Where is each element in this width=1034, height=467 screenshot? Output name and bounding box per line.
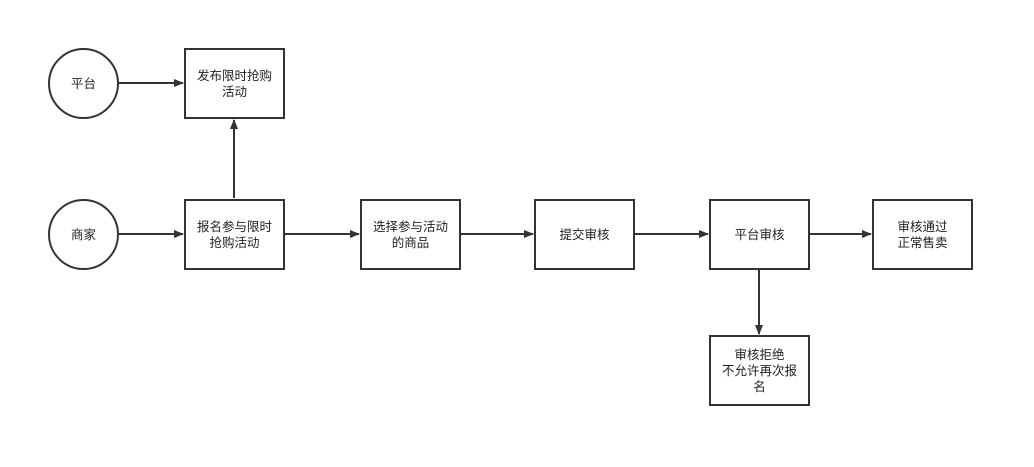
node-review-rejected: 审核拒绝 不允许再次报 名 [709, 335, 810, 406]
node-platform: 平台 [48, 48, 119, 119]
node-label: 审核拒绝 [734, 346, 785, 362]
node-submit-review: 提交审核 [534, 199, 635, 270]
node-label: 平台 [70, 75, 96, 91]
node-label: 名 [753, 378, 766, 394]
node-merchant: 商家 [48, 199, 119, 270]
node-label: 选择参与活动 [372, 218, 448, 234]
node-label: 正常售卖 [897, 234, 948, 250]
node-platform-review: 平台审核 [709, 199, 810, 270]
node-label: 审核通过 [897, 218, 948, 234]
node-register-activity: 报名参与限时 抢购活动 [184, 199, 285, 270]
node-label: 不允许再次报 [721, 362, 797, 378]
node-label: 活动 [221, 83, 247, 99]
node-label: 发布限时抢购 [196, 67, 272, 83]
node-select-products: 选择参与活动 的商品 [360, 199, 461, 270]
node-publish-activity: 发布限时抢购 活动 [184, 48, 285, 119]
node-label: 报名参与限时 [196, 218, 272, 234]
node-label: 抢购活动 [209, 234, 260, 250]
node-label: 商家 [70, 226, 96, 242]
node-label: 提交审核 [559, 226, 610, 242]
node-review-approved: 审核通过 正常售卖 [872, 199, 973, 270]
node-label: 平台审核 [734, 226, 785, 242]
node-label: 的商品 [391, 234, 430, 250]
